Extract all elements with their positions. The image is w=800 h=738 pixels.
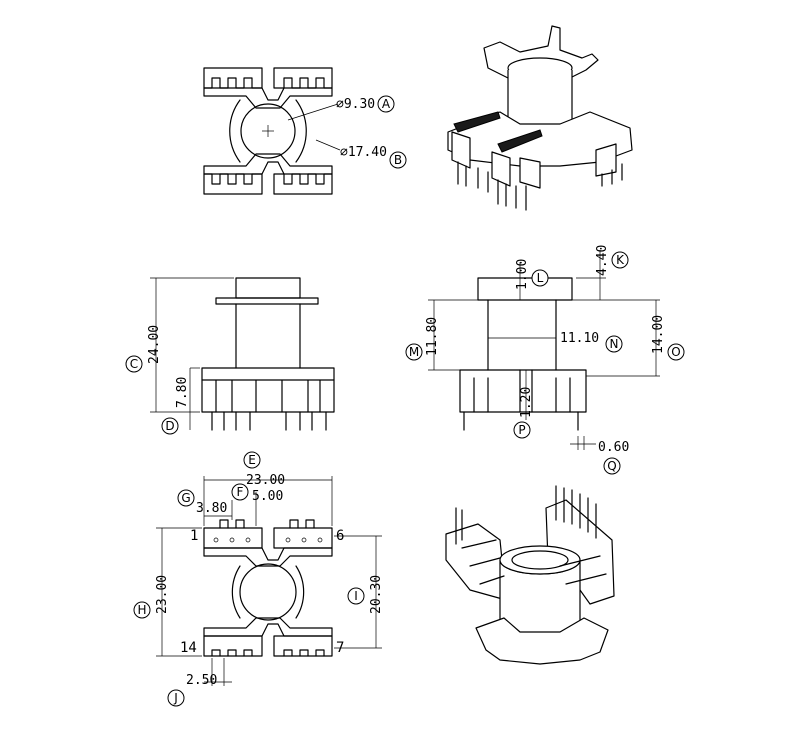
side-view: 24.00 7.80 C D: [125, 277, 335, 435]
dim-C-value: 24.00: [147, 325, 162, 364]
callout-D: D: [165, 419, 174, 433]
callout-I: I: [354, 589, 358, 603]
pin-number-14: 14: [180, 640, 197, 656]
bottom-view: 23.00 5.00 3.80 23.00 20.30 2.50 E F G H…: [133, 451, 384, 707]
dim-K-value: 4.40: [595, 245, 610, 276]
callout-J: J: [173, 691, 178, 705]
top-view: ∅9.30 ∅17.40 A B: [203, 67, 407, 195]
dim-O-value: 14.00: [651, 315, 666, 354]
callout-H: H: [137, 603, 146, 617]
dim-A-value: ∅9.30: [336, 97, 375, 112]
pin-number-6: 6: [336, 528, 344, 544]
callout-L: L: [537, 271, 544, 285]
section-view: 4.40 1.00 11.80 11.10 14.00 1.20 0.60 K …: [405, 245, 685, 475]
isometric-view-bottom: [445, 485, 615, 665]
dim-B-value: ∅17.40: [340, 145, 387, 160]
dim-P-value: 1.20: [519, 387, 534, 418]
isometric-view-top: [447, 25, 633, 211]
dim-Q-value: 0.60: [598, 440, 629, 455]
dim-F-value: 5.00: [252, 489, 283, 504]
pin-number-7: 7: [336, 640, 344, 656]
dim-N-value: 11.10: [560, 331, 599, 346]
callout-B: B: [394, 153, 402, 167]
dim-J-value: 2.50: [186, 673, 217, 688]
dim-H-value: 23.00: [155, 575, 170, 614]
callout-P: P: [518, 423, 525, 437]
dim-G-value: 3.80: [196, 501, 227, 516]
pin-number-1: 1: [190, 528, 198, 544]
callout-E: E: [248, 453, 256, 467]
dim-D-value: 7.80: [175, 377, 190, 408]
callout-M: M: [409, 345, 419, 359]
callout-K: K: [616, 253, 625, 267]
callout-O: O: [671, 345, 680, 359]
callout-N: N: [610, 337, 619, 351]
callout-A: A: [382, 97, 391, 111]
dim-E-value: 23.00: [246, 473, 285, 488]
callout-C: C: [130, 357, 138, 371]
callout-F: F: [237, 485, 244, 499]
dim-L-value: 1.00: [515, 259, 530, 290]
callout-G: G: [181, 491, 190, 505]
dim-I-value: 20.30: [369, 575, 384, 614]
callout-Q: Q: [607, 459, 616, 473]
dim-M-value: 11.80: [425, 317, 440, 356]
